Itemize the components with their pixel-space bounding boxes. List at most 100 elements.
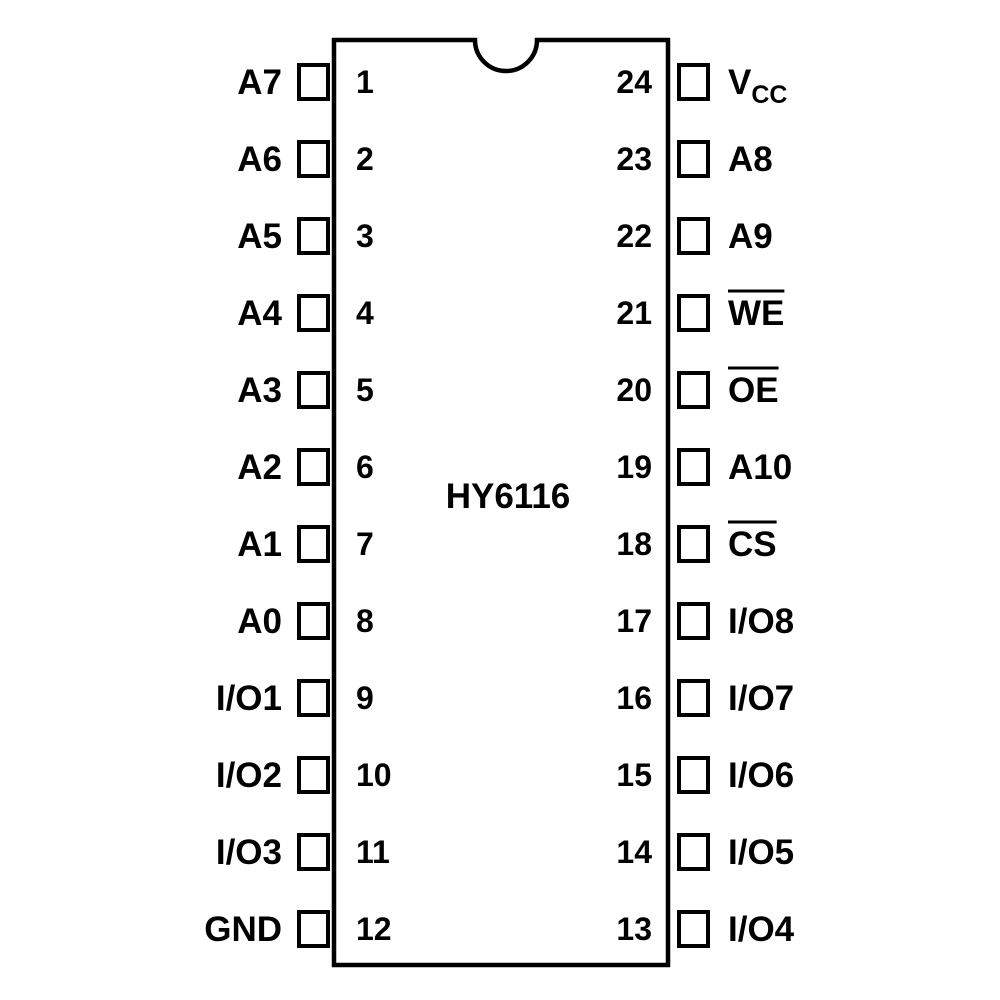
pin-21-label-text: WE	[728, 294, 784, 333]
pin-14-number: 14	[616, 834, 652, 870]
pins-layer: 1A72A63A54A45A36A27A18A09I/O110I/O211I/O…	[204, 63, 795, 949]
pin-18-pad	[677, 525, 710, 563]
pin-4-label-text: A4	[237, 294, 282, 333]
pin-6-label-text: A2	[237, 448, 282, 487]
pin-14-label-text: I/O5	[728, 833, 794, 872]
pin-21-pad	[677, 294, 710, 332]
pin-13-label: I/O4	[728, 910, 795, 949]
pin-22-number: 22	[616, 218, 652, 254]
pin-13-label-text: I/O4	[728, 910, 795, 949]
pin-11-pad	[297, 833, 330, 871]
pin-6-pad	[297, 448, 330, 486]
chip-name: HY6116	[446, 477, 571, 516]
pin-7-label: A1	[237, 525, 282, 564]
pin-2-pad	[297, 140, 330, 178]
pin-20-pad	[677, 371, 710, 409]
pin-13-number: 13	[616, 911, 652, 947]
pin-17-label: I/O8	[728, 602, 794, 641]
pin-24-label-text: V	[728, 63, 752, 102]
pin-22-label-text: A9	[728, 217, 773, 256]
pin-14-label: I/O5	[728, 833, 794, 872]
pin-16-number: 16	[616, 680, 652, 716]
chip-body	[331, 37, 671, 968]
pin-8-label: A0	[237, 602, 282, 641]
pin-11-number: 11	[356, 834, 390, 870]
pin-24-pad	[677, 63, 710, 101]
pin-15-label: I/O6	[728, 756, 794, 795]
pin-17-pad	[677, 602, 710, 640]
pin-4-number: 4	[356, 295, 374, 331]
pin-6-label: A2	[237, 448, 282, 487]
pin-8-label-text: A0	[237, 602, 282, 641]
pin-9-label: I/O1	[216, 679, 282, 718]
pin-8-pad	[297, 602, 330, 640]
pin-7-label-text: A1	[237, 525, 282, 564]
pin-14-pad	[677, 833, 710, 871]
pin-20-label-text: OE	[728, 371, 779, 410]
pin-18-label-text: CS	[728, 525, 777, 564]
pin-3-number: 3	[356, 218, 374, 254]
pin-19-pad	[677, 448, 710, 486]
pin-24-number: 24	[616, 64, 652, 100]
pin-6-number: 6	[356, 449, 374, 485]
pin-2-label: A6	[237, 140, 282, 179]
pin-23-number: 23	[616, 141, 652, 177]
pin-8-number: 8	[356, 603, 374, 639]
pin-7-number: 7	[356, 526, 374, 562]
pin-12-number: 12	[356, 911, 392, 947]
pin-18-number: 18	[616, 526, 652, 562]
pin-11-label-text: I/O3	[216, 833, 282, 872]
pin-23-label-text: A8	[728, 140, 773, 179]
pin-10-number: 10	[356, 757, 392, 793]
pin-1-label: A7	[237, 63, 282, 102]
pin-9-pad	[297, 679, 330, 717]
pin-4-pad	[297, 294, 330, 332]
pin-10-label-text: I/O2	[216, 756, 282, 795]
pin-1-label-text: A7	[237, 63, 282, 102]
pin-15-number: 15	[616, 757, 652, 793]
pin-24-label: VCC	[728, 63, 787, 109]
pin-16-label: I/O7	[728, 679, 794, 718]
pin-19-label: A10	[728, 448, 792, 487]
pin-16-label-text: I/O7	[728, 679, 794, 718]
pin-5-label: A3	[237, 371, 282, 410]
pin-12-pad	[297, 910, 330, 948]
pin-10-label: I/O2	[216, 756, 282, 795]
pin-5-pad	[297, 371, 330, 409]
pin-4-label: A4	[237, 294, 282, 333]
pin-24-label-subscript: CC	[751, 81, 787, 109]
pin-20-label: OE	[728, 371, 779, 410]
pin-5-number: 5	[356, 372, 374, 408]
pin-12-label-text: GND	[204, 910, 282, 949]
pin-3-pad	[297, 217, 330, 255]
pin-18-label: CS	[728, 525, 777, 564]
pin-17-label-text: I/O8	[728, 602, 794, 641]
pin-3-label: A5	[237, 217, 282, 256]
pin-1-pad	[297, 63, 330, 101]
pin-22-label: A9	[728, 217, 773, 256]
pin-9-label-text: I/O1	[216, 679, 282, 718]
pin-21-label: WE	[728, 294, 784, 333]
pin-1-number: 1	[356, 64, 374, 100]
pin-19-number: 19	[616, 449, 652, 485]
pin-21-number: 21	[616, 295, 652, 331]
pin-20-number: 20	[616, 372, 652, 408]
pin-17-number: 17	[616, 603, 652, 639]
pin-22-pad	[677, 217, 710, 255]
pin-3-label-text: A5	[237, 217, 282, 256]
pin-15-pad	[677, 756, 710, 794]
pin-11-label: I/O3	[216, 833, 282, 872]
pin-15-label-text: I/O6	[728, 756, 794, 795]
pin-5-label-text: A3	[237, 371, 282, 410]
pin-2-label-text: A6	[237, 140, 282, 179]
pin-13-pad	[677, 910, 710, 948]
pin-10-pad	[297, 756, 330, 794]
pin-19-label-text: A10	[728, 448, 792, 487]
pin-23-label: A8	[728, 140, 773, 179]
pin-12-label: GND	[204, 910, 282, 949]
pin-9-number: 9	[356, 680, 374, 716]
pin-2-number: 2	[356, 141, 374, 177]
pin-7-pad	[297, 525, 330, 563]
pin-23-pad	[677, 140, 710, 178]
